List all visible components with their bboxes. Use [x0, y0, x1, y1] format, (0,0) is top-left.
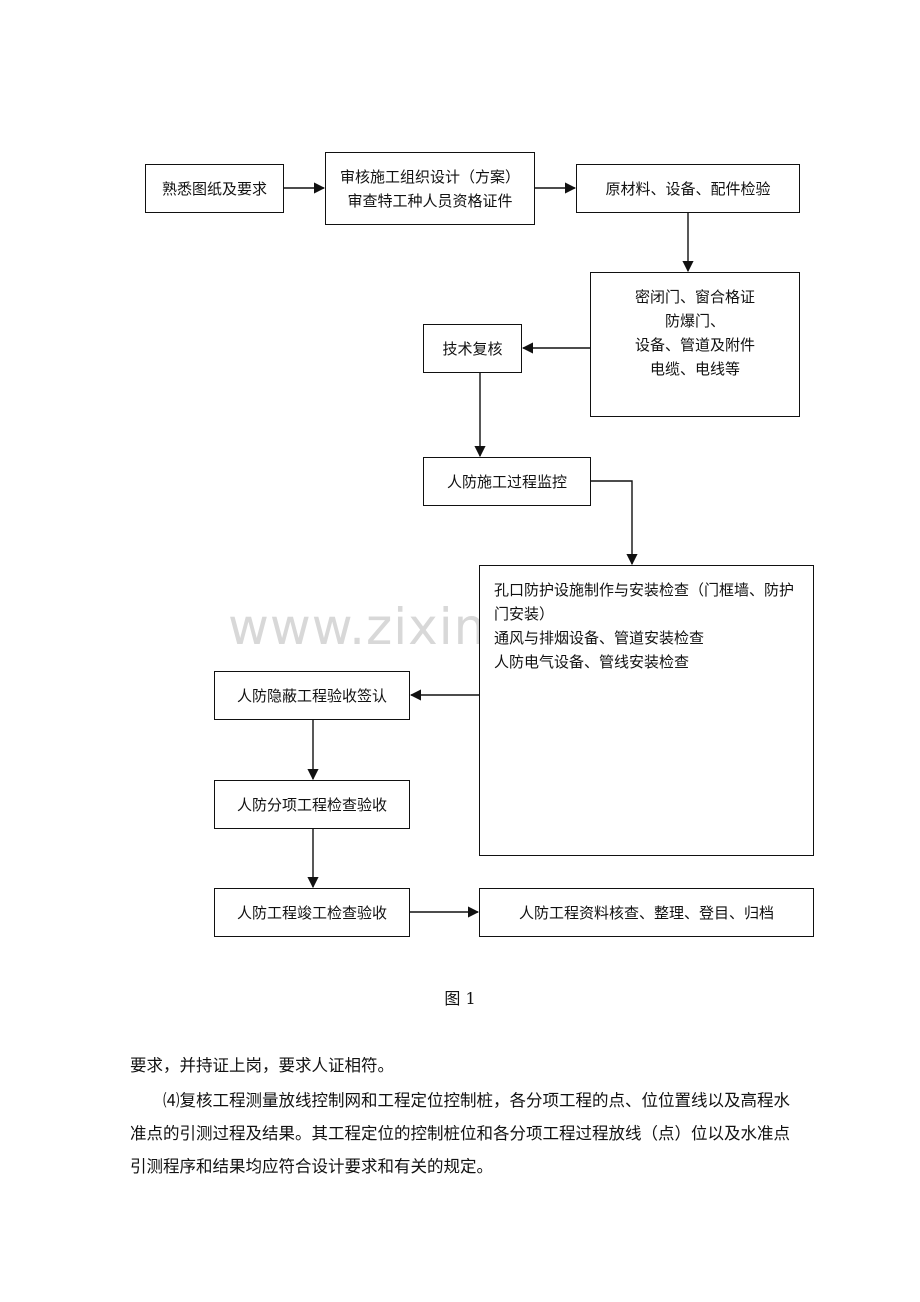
node-process-monitor: 人防施工过程监控 [423, 457, 591, 506]
node-tech-review: 技术复核 [423, 324, 522, 373]
node-inspections: 孔口防护设施制作与安装检查（门框墙、防护门安装） 通风与排烟设备、管道安装检查 … [479, 565, 814, 856]
node-concealed: 人防隐蔽工程验收签认 [214, 671, 410, 720]
figure-caption: 图 1 [444, 989, 476, 1008]
node-materials-label: 原材料、设备、配件检验 [605, 179, 771, 198]
node-certs-line: 电缆、电线等 [649, 360, 740, 378]
node-archive: 人防工程资料核查、整理、登目、归档 [479, 888, 814, 937]
edge-process-monitor-inspections [591, 480, 638, 566]
node-review-line2: 审查特工种人员资格证件 [347, 191, 513, 210]
node-inspections-line: 通风与排烟设备、管道安装检查 [494, 629, 705, 647]
body-line: 要求，并持证上岗，要求人证相符。 [130, 1056, 394, 1075]
node-sub-item: 人防分项工程检查验收 [214, 780, 410, 829]
node-tech-review-label: 技术复核 [442, 339, 503, 358]
node-completion-label: 人防工程竣工检查验收 [236, 903, 387, 922]
node-certs: 密闭门、窗合格证 防爆门、 设备、管道及附件 电缆、电线等 [590, 272, 800, 417]
node-review-line1: 审核施工组织设计（方案） [339, 167, 520, 186]
node-completion: 人防工程竣工检查验收 [214, 888, 410, 937]
node-certs-line: 防爆门、 [664, 312, 725, 330]
node-process-monitor-label: 人防施工过程监控 [446, 472, 567, 491]
node-review: 审核施工组织设计（方案） 审查特工种人员资格证件 [325, 152, 535, 225]
node-materials: 原材料、设备、配件检验 [576, 164, 800, 213]
node-certs-line: 密闭门、窗合格证 [634, 288, 755, 306]
node-archive-label: 人防工程资料核查、整理、登目、归档 [518, 903, 774, 922]
node-inspections-line: 孔口防护设施制作与安装检查（门框墙、防护门安装） [494, 581, 795, 623]
node-familiarize: 熟悉图纸及要求 [145, 164, 284, 213]
node-familiarize-label: 熟悉图纸及要求 [161, 179, 267, 198]
node-inspections-line: 人防电气设备、管线安装检查 [494, 653, 690, 671]
node-sub-item-label: 人防分项工程检查验收 [236, 795, 387, 814]
node-concealed-label: 人防隐蔽工程验收签认 [236, 686, 387, 705]
body-paragraph: ⑷复核工程测量放线控制网和工程定位控制桩，各分项工程的点、位位置线以及高程水准点… [130, 1091, 790, 1176]
node-certs-line: 设备、管道及附件 [634, 336, 755, 354]
